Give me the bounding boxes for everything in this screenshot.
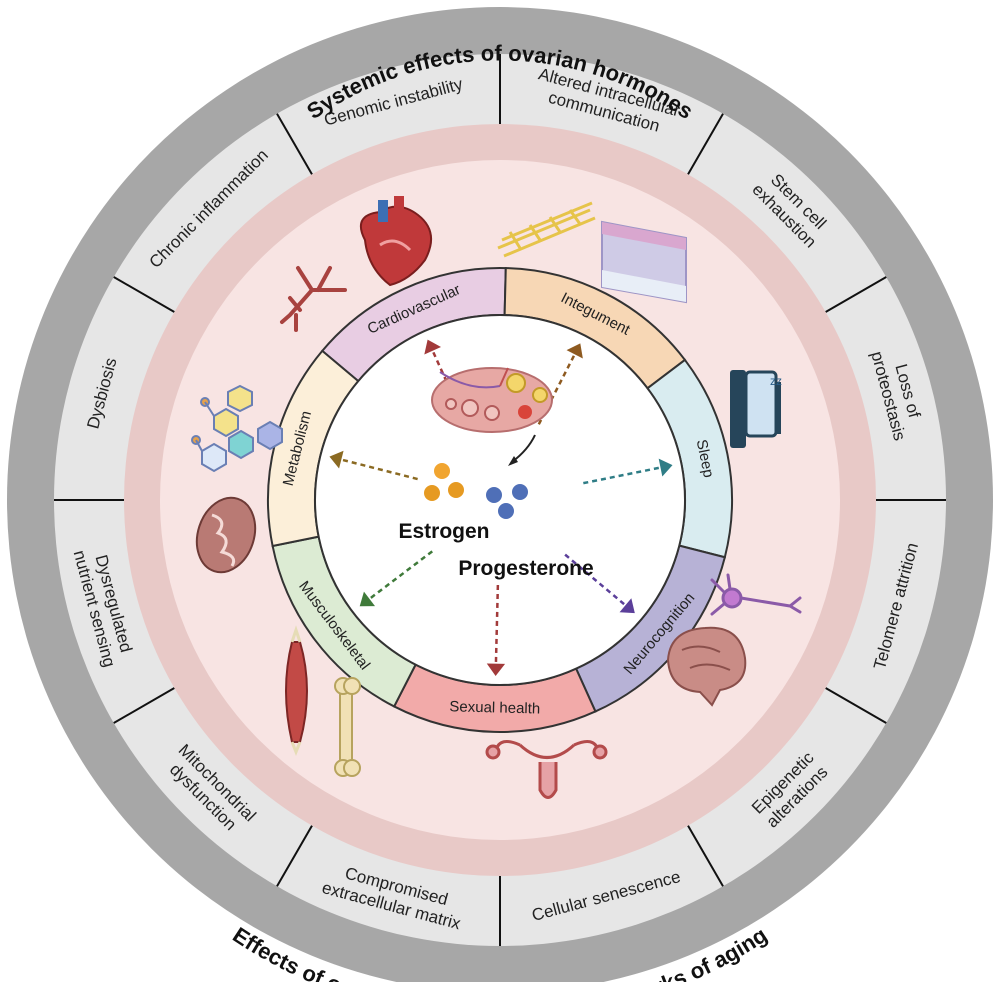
uterus-icon: [485, 739, 608, 799]
hormone-arrowhead: [486, 663, 506, 676]
hormone-arrowhead: [424, 339, 441, 355]
brain-icon: [666, 626, 747, 707]
hallmark-divider: [113, 687, 175, 724]
progesterone-molecules: [486, 484, 528, 519]
hallmark-dividers: [54, 54, 946, 946]
molecule-network-icon: [191, 384, 283, 473]
ovary-icon: [431, 367, 553, 466]
hormone-arrowhead: [658, 458, 673, 477]
estrogen-molecules: [424, 463, 464, 501]
hallmark-divider: [687, 113, 724, 175]
hormone-arrow: [336, 457, 418, 481]
neuron-icon: [710, 573, 802, 616]
progesterone-label: Progesterone: [458, 557, 593, 580]
collagen-fiber-icon: [497, 201, 596, 258]
hallmark-divider: [825, 687, 887, 724]
hallmark-divider: [687, 825, 724, 887]
hormone-arrowhead: [329, 450, 344, 469]
blood-vessel-icon: [280, 266, 347, 332]
heart-icon: [360, 196, 433, 287]
hallmark-divider: [276, 113, 313, 175]
hallmark-divider: [276, 825, 313, 887]
muscle-icon: [285, 625, 308, 757]
hormone-arrow: [365, 550, 433, 603]
system-segments: [267, 267, 733, 733]
estrogen-label: Estrogen: [398, 520, 489, 543]
hormone-arrow: [564, 553, 630, 609]
system-label: Sexual health: [449, 698, 540, 717]
hormone-arrowhead: [566, 343, 583, 359]
hormone-arrowhead: [619, 598, 635, 614]
skin-layer-icon: [601, 220, 687, 304]
hormone-arrow: [583, 465, 665, 485]
hallmark-divider: [825, 276, 887, 313]
bone-icon: [334, 677, 361, 777]
sleeping-person-icon: zz: [730, 370, 782, 448]
hormone-arrow: [494, 584, 500, 668]
svg-text:zz: zz: [770, 374, 782, 388]
hormone-arrowhead: [359, 591, 376, 607]
hallmark-divider: [113, 276, 175, 313]
mitochondrion-icon: [195, 496, 257, 574]
